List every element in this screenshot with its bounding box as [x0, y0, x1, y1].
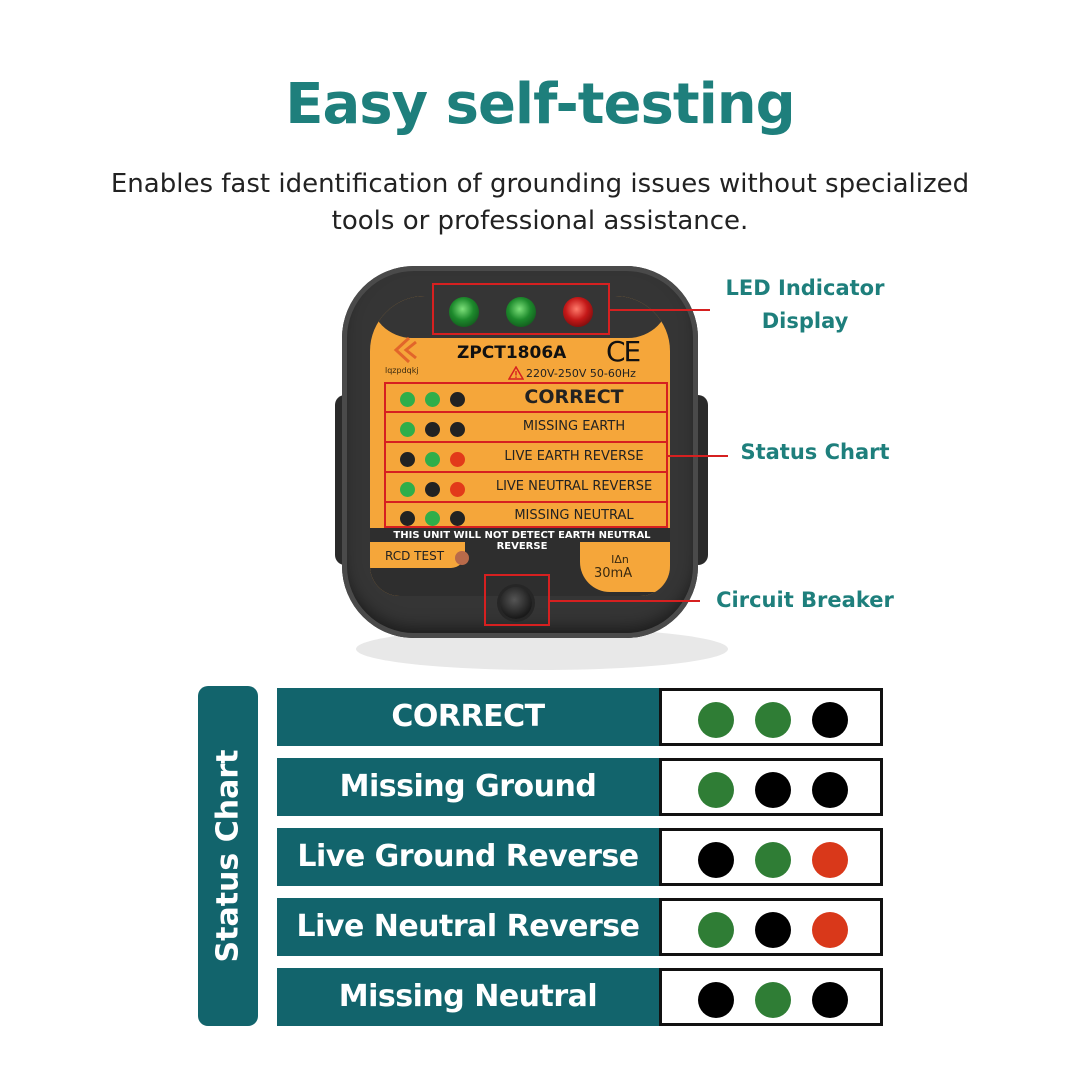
breaker-callout-line: [550, 600, 700, 602]
chart-dot-black: [450, 422, 465, 437]
ce-mark: CE: [606, 335, 641, 368]
device-chart-row: LIVE NEUTRAL REVERSE: [386, 474, 666, 503]
chart-dot-green: [425, 511, 440, 526]
chart-dot-red: [450, 452, 465, 467]
circuit-breaker-callout: Circuit Breaker: [716, 588, 894, 612]
rcd-test-label: RCD TEST: [385, 549, 445, 563]
chart-dot-black: [425, 482, 440, 497]
led-3-red: [563, 297, 593, 327]
device-chart-row: CORRECT: [386, 384, 666, 413]
device-chart-row: MISSING EARTH: [386, 414, 666, 443]
device-chart-row: LIVE EARTH REVERSE: [386, 444, 666, 473]
brand-logo-icon: [393, 336, 417, 364]
status-row-label: CORRECT: [277, 688, 659, 746]
status-chart-side-panel: [198, 686, 258, 1026]
device-chart-highlight-box: [384, 382, 668, 528]
ian-value: 30mA: [594, 566, 633, 581]
status-chart-callout: Status Chart: [740, 440, 890, 464]
device-chart-row-label: MISSING NEUTRAL: [514, 508, 634, 523]
device-warning-text: THIS UNIT WILL NOT DETECT EARTH NEUTRAL …: [393, 530, 651, 552]
status-row-label: Live Neutral Reverse: [277, 898, 659, 956]
status-chart-side-label: Status Chart: [210, 749, 246, 963]
led-2-green: [506, 297, 536, 327]
status-dot-black: [812, 772, 848, 808]
status-dot-green: [698, 912, 734, 948]
chart-dot-green: [425, 392, 440, 407]
device-chart-row-label: MISSING EARTH: [522, 419, 626, 434]
chart-dot-black: [425, 422, 440, 437]
status-row-dots: [659, 968, 883, 1026]
chart-dot-black: [450, 392, 465, 407]
led-highlight-box: [432, 283, 610, 335]
device-model: ZPCT1806A: [457, 343, 567, 363]
status-dot-black: [698, 842, 734, 878]
voltage-rating: 220V-250V 50-60Hz: [526, 367, 636, 380]
chart-dot-green: [400, 482, 415, 497]
device-chart-row-label: LIVE EARTH REVERSE: [504, 449, 644, 464]
status-dot-red: [812, 912, 848, 948]
led-callout-line1: LED Indicator: [725, 276, 885, 300]
status-row-dots: [659, 898, 883, 956]
status-row-label: Live Ground Reverse: [277, 828, 659, 886]
status-row-dots: [659, 758, 883, 816]
chart-dot-green: [400, 392, 415, 407]
status-dot-green: [755, 702, 791, 738]
rcd-test-icon: [455, 551, 469, 565]
device-chart-row-label: CORRECT: [524, 386, 624, 408]
ian-label: IΔn: [611, 553, 629, 566]
face-bottom-left-panel: [370, 542, 465, 568]
status-dot-green: [755, 842, 791, 878]
status-chart-callout-line: [668, 455, 728, 457]
chart-dot-black: [400, 511, 415, 526]
status-dot-black: [755, 772, 791, 808]
device-chart-row-label: LIVE NEUTRAL REVERSE: [495, 479, 653, 494]
chart-dot-black: [400, 452, 415, 467]
status-dot-black: [755, 912, 791, 948]
chart-dot-red: [450, 482, 465, 497]
led-callout-line: [610, 309, 710, 311]
status-row-dots: [659, 828, 883, 886]
status-row-dots: [659, 688, 883, 746]
status-dot-green: [698, 702, 734, 738]
status-dot-black: [812, 982, 848, 1018]
page-subtitle: Enables fast identification of grounding…: [110, 169, 970, 236]
brand-name: lqzpdqkj: [385, 366, 419, 375]
status-dot-black: [698, 982, 734, 1018]
led-1-green: [449, 297, 479, 327]
led-callout-line2: Display: [761, 309, 849, 333]
rcd-test-button: [500, 587, 532, 619]
status-row-label: Missing Neutral: [277, 968, 659, 1026]
chart-dot-green: [400, 422, 415, 437]
led-indicator-callout: LED Indicator Display: [700, 272, 910, 338]
warning-icon: [508, 366, 524, 380]
breaker-highlight-box: [484, 574, 550, 626]
chart-dot-green: [425, 452, 440, 467]
status-row-label: Missing Ground: [277, 758, 659, 816]
chart-dot-black: [450, 511, 465, 526]
device-chart-row: MISSING NEUTRAL: [386, 503, 666, 532]
face-bottom-right-panel: [580, 542, 670, 592]
status-dot-green: [755, 982, 791, 1018]
status-dot-green: [698, 772, 734, 808]
page-title: Easy self-testing: [285, 72, 796, 137]
status-dot-black: [812, 702, 848, 738]
status-dot-red: [812, 842, 848, 878]
